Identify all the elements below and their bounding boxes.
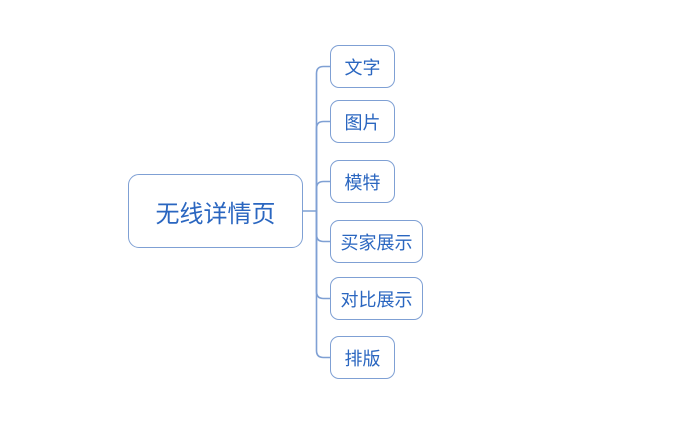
- node-model-label: 模特: [344, 172, 381, 194]
- connector-branch-layout: [315, 210, 331, 359]
- connector-branch-text: [315, 65, 331, 212]
- node-image-label: 图片: [344, 112, 381, 134]
- node-layout[interactable]: 排版: [330, 336, 395, 379]
- node-wireless-detail-page-label: 无线详情页: [155, 199, 276, 228]
- node-model[interactable]: 模特: [330, 160, 395, 203]
- node-wireless-detail-page[interactable]: 无线详情页: [128, 174, 303, 248]
- node-comparison-display-label: 对比展示: [340, 289, 413, 311]
- node-image[interactable]: 图片: [330, 100, 395, 143]
- connector-branch-model: [315, 180, 331, 212]
- connector-branch-comparison-display: [315, 210, 331, 300]
- connector-branch-image: [315, 120, 331, 212]
- node-comparison-display[interactable]: 对比展示: [330, 277, 423, 320]
- node-text[interactable]: 文字: [330, 45, 395, 88]
- node-buyer-display[interactable]: 买家展示: [330, 220, 423, 263]
- node-text-label: 文字: [344, 57, 381, 79]
- connector-branch-buyer-display: [315, 210, 331, 243]
- node-buyer-display-label: 买家展示: [340, 232, 413, 254]
- node-layout-label: 排版: [344, 348, 381, 370]
